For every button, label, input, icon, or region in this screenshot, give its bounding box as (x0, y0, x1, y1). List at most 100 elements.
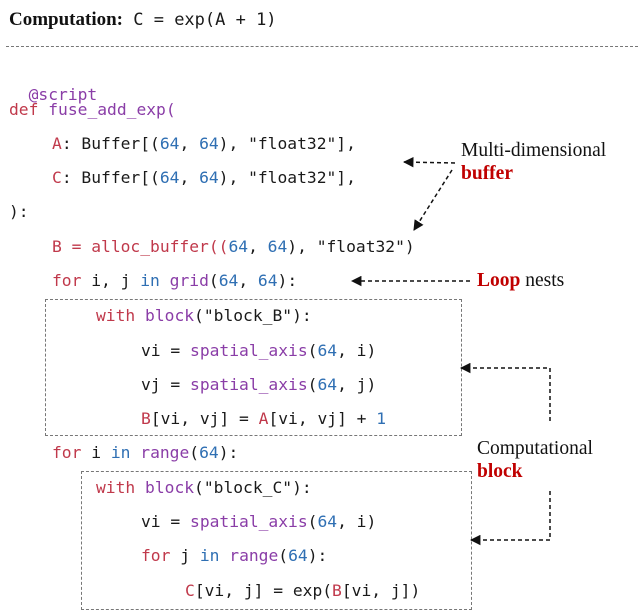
buffer-annotation: Multi-dimensional buffer (461, 139, 606, 185)
loop-annotation: Loop nests (477, 269, 564, 292)
buffer-annotation-line2: buffer (461, 163, 513, 184)
range-fn: range (140, 443, 190, 462)
for-keyword: for (52, 443, 82, 462)
block-fn: block (145, 306, 195, 325)
buffer-arrow-params (402, 156, 456, 168)
alloc-dtype: ), "float32") (287, 237, 415, 256)
paren: ( (307, 341, 318, 360)
paren-close: ): (307, 546, 328, 565)
buffer-b: B (141, 409, 151, 428)
code-line-def: def fuse_add_exp( (9, 100, 176, 119)
code-line-param-c: C: Buffer[(64, 64), "float32"], (52, 168, 356, 187)
alloc-statement: B = alloc_buffer(( (52, 237, 229, 256)
buffer-a: A (258, 409, 269, 428)
axis-arg: , i) (337, 512, 377, 531)
code-line-loop1: for i, j in grid(64, 64): (52, 271, 297, 290)
param-a-dtype: ), "float32"], (218, 134, 356, 153)
axis-extent: 64 (317, 375, 338, 394)
param-c-dim1: 64 (159, 168, 180, 187)
index-b: [vi, j]) (341, 581, 421, 600)
paren-close: ): (277, 271, 298, 290)
grid-dim2: 64 (257, 271, 278, 290)
in-keyword: in (140, 271, 160, 290)
buffer-arrow-alloc (413, 169, 453, 231)
def-keyword: def (9, 100, 39, 119)
block-c-name: ("block_C"): (194, 478, 312, 497)
vi-lhs: vi = (141, 341, 191, 360)
computation-header: Computation: C = exp(A + 1) (9, 9, 277, 31)
code-line-block-b: with block("block_B"): (96, 306, 312, 325)
param-a-name: A (52, 134, 62, 153)
grid-fn: grid (169, 271, 209, 290)
buffer-c: C (185, 581, 195, 600)
index-c: [vi, j] = exp( (194, 581, 333, 600)
param-c-dim2: 64 (199, 168, 219, 187)
constant-one: 1 (376, 409, 387, 428)
computation-label: Computation: (9, 9, 124, 30)
param-c-type: : Buffer[( (61, 168, 160, 187)
vj-lhs: vj = (141, 375, 191, 394)
block-annotation-line2: block (477, 461, 523, 482)
code-line-vi-c: vi = spatial_axis(64, i) (141, 512, 376, 531)
block-arrow-b (459, 362, 551, 421)
spatial-axis-fn: spatial_axis (190, 512, 308, 531)
grid-dim1: 64 (218, 271, 239, 290)
in-keyword: in (199, 546, 220, 565)
block-fn: block (145, 478, 195, 497)
for-keyword: for (52, 271, 82, 290)
function-name: fuse_add_exp( (48, 100, 176, 119)
code-line-assign-c: C[vi, j] = exp(B[vi, j]) (185, 581, 420, 600)
loop3-vars: j (170, 546, 200, 565)
signature-close: ): (9, 202, 29, 221)
code-line-alloc: B = alloc_buffer((64, 64), "float32") (52, 237, 415, 256)
buffer-b: B (332, 581, 342, 600)
axis-arg: , i) (337, 341, 377, 360)
axis-extent: 64 (317, 341, 338, 360)
block-b-name: ("block_B"): (194, 306, 312, 325)
with-keyword: with (96, 306, 136, 325)
paren: ( (189, 443, 200, 462)
sep: , (238, 271, 258, 290)
paren: ( (208, 271, 219, 290)
param-c-name: C (52, 168, 62, 187)
block-annotation: Computational block (477, 437, 593, 483)
with-keyword: with (96, 478, 136, 497)
alloc-dim1: 64 (228, 237, 249, 256)
for-keyword: for (141, 546, 171, 565)
range-fn: range (229, 546, 279, 565)
code-line-loop3: for j in range(64): (141, 546, 327, 565)
computation-formula: C = exp(A + 1) (123, 10, 277, 30)
index-b: [vi, vj] = (150, 409, 259, 428)
loop1-vars: i, j (81, 271, 141, 290)
range-extent: 64 (199, 443, 219, 462)
code-line-decorator: @script (9, 66, 98, 104)
spatial-axis-fn: spatial_axis (190, 341, 308, 360)
paren: ( (307, 375, 318, 394)
index-a: [vi, vj] + (268, 409, 377, 428)
loop-annotation-highlight: Loop (477, 270, 521, 291)
decorator: @script (28, 85, 98, 104)
param-a-dim2: 64 (199, 134, 219, 153)
code-line-param-a: A: Buffer[(64, 64), "float32"], (52, 134, 356, 153)
block-arrow-c (469, 491, 551, 546)
code-line-loop2: for i in range(64): (52, 443, 238, 462)
vi-lhs: vi = (141, 512, 191, 531)
param-c-sep: , (179, 168, 200, 187)
alloc-dim2: 64 (267, 237, 288, 256)
alloc-sep: , (248, 237, 268, 256)
spatial-axis-fn: spatial_axis (190, 375, 308, 394)
range-extent: 64 (288, 546, 308, 565)
code-line-close: ): (9, 202, 29, 221)
loop2-vars: i (81, 443, 111, 462)
loop-annotation-rest: nests (520, 270, 565, 291)
paren: ( (278, 546, 289, 565)
header-divider (6, 46, 638, 47)
in-keyword: in (110, 443, 131, 462)
code-line-assign-b: B[vi, vj] = A[vi, vj] + 1 (141, 409, 386, 428)
axis-arg: , j) (337, 375, 377, 394)
param-a-dim1: 64 (159, 134, 180, 153)
axis-extent: 64 (317, 512, 338, 531)
paren-close: ): (218, 443, 239, 462)
block-annotation-line1: Computational (477, 438, 593, 459)
